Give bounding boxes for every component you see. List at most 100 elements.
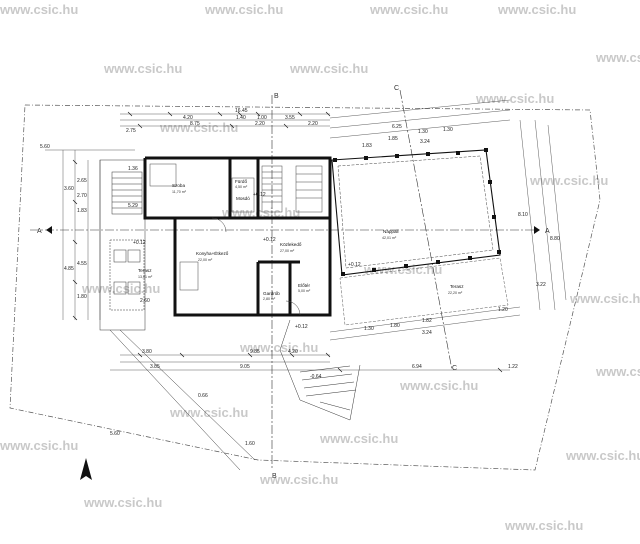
watermark: www.csic.hu — [529, 173, 608, 188]
watermark: www.csic.hu — [239, 340, 318, 355]
dim-text: 1.00 — [257, 115, 267, 121]
section-mark-b: B — [274, 93, 279, 100]
dim-text: 3.85 — [150, 364, 160, 370]
room-name-terasz-right: Terasz — [450, 284, 464, 289]
dim-text: 1.83 — [77, 208, 87, 214]
dim-text: 1.30 — [364, 326, 374, 332]
interior-details — [149, 163, 323, 316]
watermark: www.csic.hu — [475, 91, 554, 106]
watermark: www.csic.hu — [0, 2, 78, 17]
room-area-konyha: 22,00 m² — [198, 258, 213, 262]
room-area-eloter: 5,00 m² — [298, 289, 311, 293]
dim-text: 1.80 — [77, 294, 87, 300]
watermark: www.csic.hu — [169, 405, 248, 420]
dim-text: 16.45 — [235, 108, 248, 114]
watermark: www.csic.hu — [221, 205, 300, 220]
dim-text: 0.66 — [198, 393, 208, 399]
room-area-nappali: 42,01 m² — [382, 236, 397, 240]
dim-text: 5.29 — [128, 203, 138, 209]
watermark: www.csic.hu — [259, 472, 338, 487]
building-walls — [143, 156, 332, 317]
dim-text: 1.85 — [388, 136, 398, 142]
living-room-annex — [331, 149, 501, 276]
dim-text: 3.22 — [536, 282, 546, 288]
room-name-nappali: Nappali — [383, 229, 399, 234]
dim-text: 3.55 — [285, 115, 295, 121]
dim-text: 4.20 — [183, 115, 193, 121]
watermark: www.csic.hu — [159, 120, 238, 135]
dim-text: 2.75 — [126, 128, 136, 134]
dim-text: 1.40 — [236, 115, 246, 121]
dimension-lines — [45, 99, 567, 371]
room-name-gardrob: Gardrób — [263, 291, 280, 296]
dim-text: 8.75 — [190, 121, 200, 127]
dimension-texts: 16.45 4.20 1.40 1.00 3.55 2.20 8.75 2.20… — [40, 108, 560, 447]
room-area-kozlekedo: 27,00 m² — [280, 249, 295, 253]
dim-text: 1.80 — [390, 323, 400, 329]
section-marks: A A B B C C — [37, 85, 550, 480]
dim-text: 3.80 — [142, 349, 152, 355]
room-name-terasz-left: Terasz — [138, 268, 152, 273]
level-marks: +0.12 +0.12 +0.12 +0.12 +0.12 -0.64 — [133, 192, 361, 380]
room-area-terasz-left: 13,01 m² — [138, 275, 153, 279]
dim-text: 2.20 — [255, 121, 265, 127]
dim-text: 5.60 — [40, 144, 50, 150]
section-mark-a-end: A — [545, 228, 550, 235]
watermark: www.csic.hu — [399, 378, 478, 393]
dim-text: 6.25 — [392, 124, 402, 130]
dim-text: 2.60 — [140, 298, 150, 304]
dim-text: 1.22 — [508, 364, 518, 370]
watermark-layer: www.csic.hu www.csic.hu www.csic.hu www.… — [0, 2, 640, 533]
room-name-mosdo: Mosdó — [236, 196, 250, 201]
level-mark: +0.12 — [253, 192, 266, 198]
watermark: www.csic.hu — [369, 2, 448, 17]
room-labels: Szoba 11,70 m² Fürdő 4,50 m² Mosdó Konyh… — [138, 179, 464, 301]
dim-text: 3.24 — [420, 139, 430, 145]
level-mark: +0.12 — [263, 237, 276, 243]
section-mark-b-end: B — [272, 473, 277, 480]
section-mark-c-end: C — [452, 365, 457, 372]
watermark: www.csic.hu — [0, 438, 78, 453]
room-area-gardrob: 2,80 m² — [263, 297, 276, 301]
dim-text: 1.30 — [443, 127, 453, 133]
level-mark: +0.12 — [295, 324, 308, 330]
dim-text: 8.10 — [518, 212, 528, 218]
dim-text: 3.60 — [64, 186, 74, 192]
annex-columns — [333, 148, 501, 276]
watermark: www.csic.hu — [81, 281, 160, 296]
room-name-szoba: Szoba — [172, 183, 185, 188]
dim-text: 3.24 — [422, 330, 432, 336]
section-mark-a: A — [37, 228, 42, 235]
dim-text: 1.82 — [422, 318, 432, 324]
section-mark-c: C — [394, 85, 399, 92]
watermark: www.csic.hu — [319, 431, 398, 446]
room-name-furdo: Fürdő — [235, 179, 247, 184]
watermark: www.csic.hu — [363, 262, 442, 277]
dim-text: 6.94 — [412, 364, 422, 370]
dim-text: 2.70 — [77, 193, 87, 199]
dim-text: 5.60 — [110, 431, 120, 437]
watermark: www.csic.hu — [103, 61, 182, 76]
entrance-steps — [109, 319, 361, 471]
watermark: www.csic.hu — [565, 448, 640, 463]
watermark: www.csic.hu — [595, 364, 640, 379]
watermark: www.csic.hu — [83, 495, 162, 510]
dim-text: 1.83 — [362, 143, 372, 149]
dim-text: 8.80 — [550, 236, 560, 242]
right-terrace — [339, 257, 509, 326]
watermark: www.csic.hu — [504, 518, 583, 533]
dim-text: 2.65 — [77, 178, 87, 184]
north-arrow-icon — [80, 458, 92, 480]
room-area-szoba: 11,70 m² — [172, 190, 187, 194]
level-mark: +0.12 — [348, 262, 361, 268]
watermark: www.csic.hu — [289, 61, 368, 76]
room-name-konyha: Konyha+Étkező — [196, 250, 229, 256]
level-mark: -0.64 — [310, 374, 322, 380]
dim-text: 1.60 — [245, 441, 255, 447]
section-lines — [30, 89, 535, 470]
room-area-furdo: 4,50 m² — [235, 185, 248, 189]
room-area-terasz-right: 22,20 m² — [448, 291, 463, 295]
watermark: www.csic.hu — [595, 50, 640, 65]
dimension-ticks — [72, 111, 503, 373]
watermark: www.csic.hu — [497, 2, 576, 17]
